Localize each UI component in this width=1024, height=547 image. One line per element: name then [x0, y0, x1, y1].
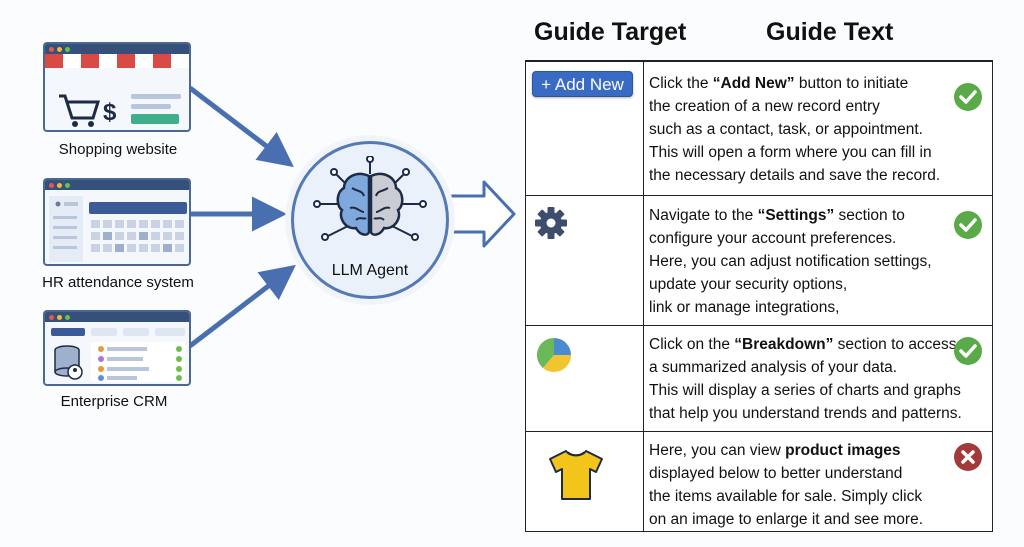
cross-icon	[954, 443, 982, 471]
pie-chart-icon	[536, 337, 572, 373]
gear-icon	[535, 207, 567, 239]
storefront-awning: $	[45, 54, 189, 127]
database-icon	[54, 345, 83, 380]
guide-target-header: Guide Target	[534, 18, 687, 46]
arrow-agent-to-guides	[444, 180, 516, 248]
guide-text-product-images: Here, you can view product images displa…	[649, 442, 924, 528]
guide-text-header: Guide Text	[766, 18, 894, 46]
guide-text-add-new: Click the “Add New” button to initiate t…	[649, 75, 941, 184]
guide-row-add-new: + Add New Click the “Add New” button to …	[526, 61, 992, 195]
source-label-shopping: Shopping website	[58, 141, 178, 158]
guide-text-settings: Navigate to the “Settings” section to co…	[649, 207, 932, 316]
cart-icon	[59, 94, 101, 127]
hr-attendance-window	[43, 178, 191, 266]
guide-text-breakdown: Click on the “Breakdown” section to acce…	[649, 336, 962, 422]
llm-agent-node: LLM Agent	[291, 141, 449, 299]
check-icon	[954, 337, 982, 365]
add-new-button[interactable]: + Add New	[532, 71, 633, 97]
dollar-icon: $	[103, 99, 117, 126]
enterprise-crm-window	[43, 310, 191, 386]
crm-content	[51, 328, 185, 382]
guide-row-breakdown: Click on the “Breakdown” section to acce…	[526, 325, 992, 431]
guide-row-product-images: Here, you can view product images displa…	[526, 431, 992, 533]
shopping-website-window: $	[43, 42, 191, 132]
agent-label: LLM Agent	[331, 262, 409, 279]
guide-row-settings: Navigate to the “Settings” section to co…	[526, 195, 992, 325]
table-column-divider	[643, 61, 644, 531]
source-label-crm: Enterprise CRM	[60, 393, 168, 410]
tshirt-icon	[549, 450, 603, 500]
brain-network-icon	[313, 156, 427, 241]
check-icon	[954, 211, 982, 239]
arrow-crm-to-agent	[188, 264, 296, 348]
check-icon	[954, 83, 982, 111]
guide-table: + Add New Click the “Add New” button to …	[525, 60, 993, 532]
arrow-shopping-to-agent	[188, 86, 294, 168]
calendar-grid	[49, 196, 187, 262]
source-label-hr: HR attendance system	[42, 274, 194, 291]
